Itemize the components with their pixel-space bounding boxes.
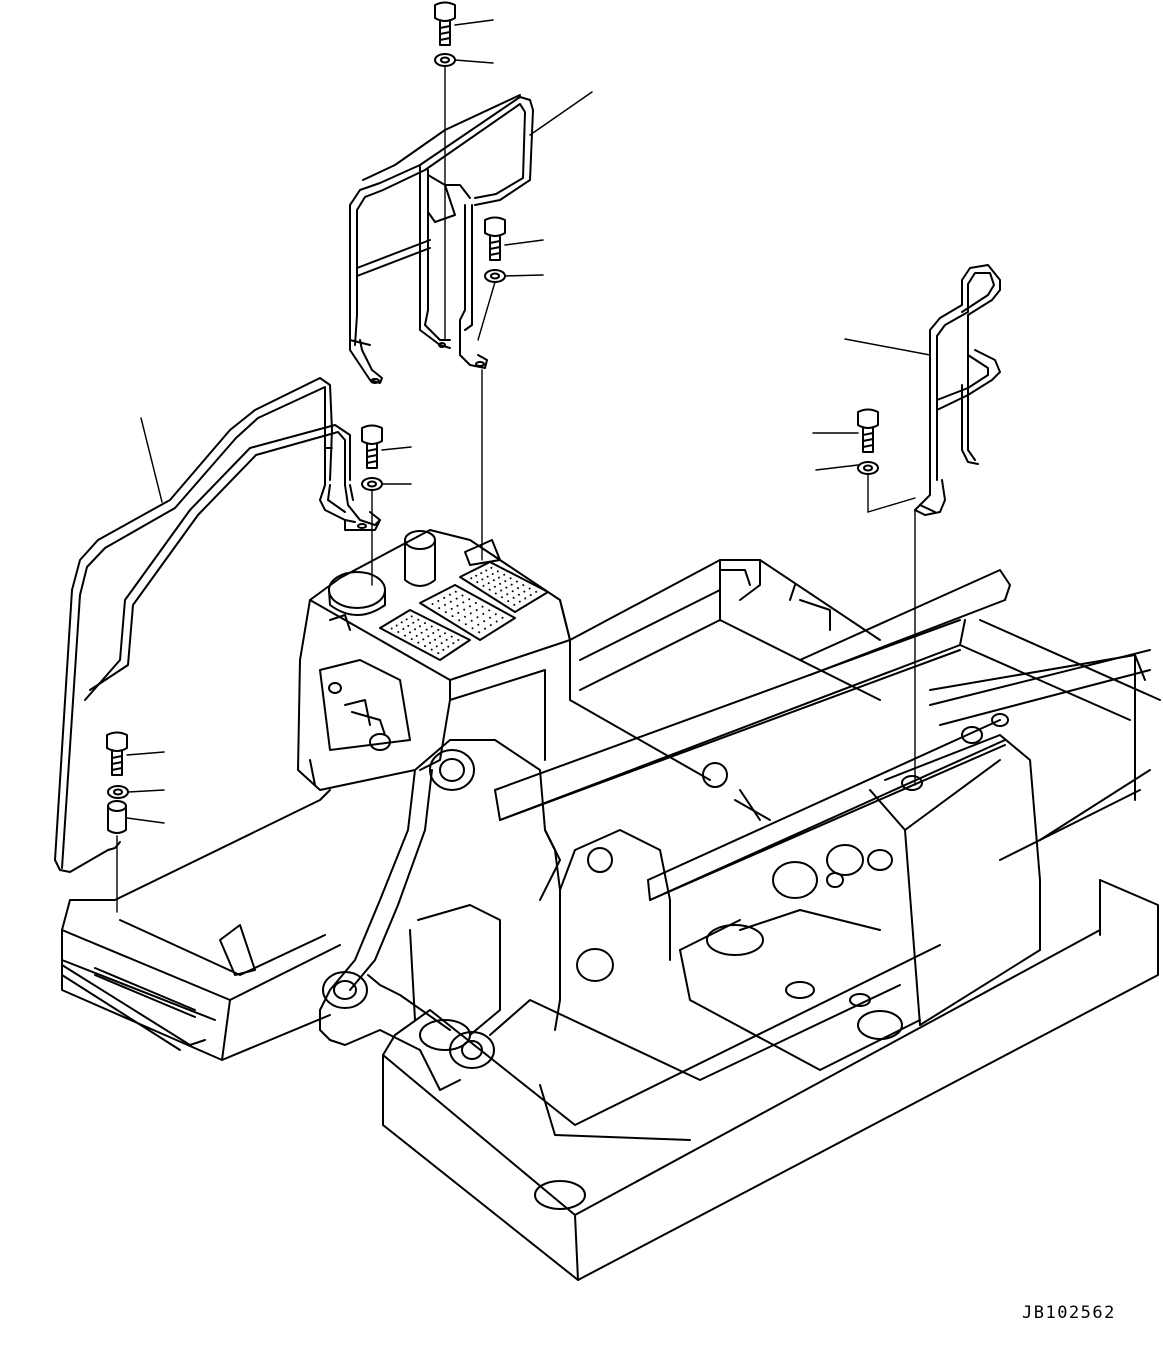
washer-right (858, 462, 878, 474)
bolt-right (858, 410, 878, 453)
handrail-center (350, 95, 533, 383)
washer-left-lower (108, 786, 128, 798)
washer-top (435, 54, 455, 66)
handrail-right (915, 265, 1000, 515)
washer-center (485, 270, 505, 282)
spacer-collar (108, 801, 126, 833)
washer-left-upper (362, 478, 382, 490)
revolving-frame (62, 560, 1160, 1280)
bolt-top (435, 3, 455, 46)
leader-lines (127, 20, 930, 823)
tank-box (298, 530, 570, 790)
bolt-left-lower (107, 733, 127, 776)
bolt-center (485, 218, 505, 261)
bolt-left-upper (362, 426, 382, 469)
handrail-left (55, 378, 380, 872)
drawing-code: JB102562 (1022, 1303, 1116, 1323)
assembly-centerlines (117, 66, 915, 912)
panel-perforations (390, 566, 538, 655)
